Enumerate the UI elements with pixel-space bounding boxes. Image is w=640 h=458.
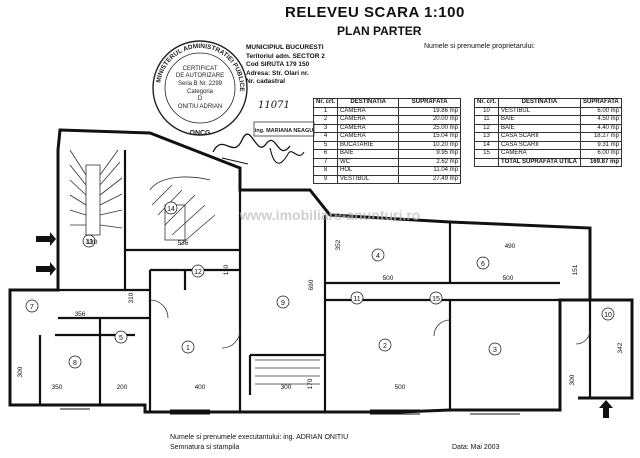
dimension-label: 342 — [617, 342, 624, 353]
dimension-label: 356 — [75, 311, 86, 318]
stamp-line-3: Seria B Nr. 2299 — [178, 81, 223, 87]
signature-name-stamp: ing. MARIANA NEAGU — [255, 128, 313, 134]
dimension-label: 500 — [383, 275, 394, 282]
stamp-line-2: DE AUTORIZARE — [176, 73, 224, 79]
dimension-label: 300 — [569, 374, 576, 385]
room-number-9: 9 — [281, 300, 285, 307]
room-number-5: 5 — [119, 335, 123, 342]
stamp-line-1: CERTIFICAT — [183, 66, 218, 72]
room-number-4: 4 — [376, 253, 380, 260]
room-number-2: 2 — [383, 343, 387, 350]
stamp-bottom-text: ONCG — [190, 130, 212, 137]
stamp-line-4: Categoria — [187, 89, 214, 95]
executant-name: Numele si prenumele executantului: ing. … — [170, 434, 349, 441]
room-number-8: 8 — [73, 360, 77, 367]
sector-text: Teritoriul adm. SECTOR 2 — [246, 52, 325, 60]
watermark-text: www.imobiliare-anunturi.ro — [239, 207, 421, 223]
dimension-label: 110 — [223, 264, 230, 275]
room-number-14: 14 — [167, 206, 175, 213]
room-number-13: 13 — [85, 239, 93, 246]
owners-label: Numele si prenumele proprietarului: — [424, 43, 535, 50]
siruta-text: Cod SIRUTA 179 150 — [246, 61, 310, 69]
room-number-6: 6 — [481, 261, 485, 268]
dimension-label: 170 — [307, 378, 314, 389]
signature-label: Semnatura si stampila — [170, 444, 240, 451]
address-text: Adresa: Str. Olari nr. — [246, 69, 309, 77]
dimension-label: 300 — [17, 366, 24, 377]
room-number-15: 15 — [432, 296, 440, 303]
stamp-line-6: ONITIU ADRIAN — [178, 104, 222, 110]
drawing-title: RELEVEU SCARA 1:100 — [285, 4, 465, 21]
total-value: 169.87 mp — [579, 157, 623, 167]
cadastral-number-text: Nr. cadastral — [246, 78, 286, 86]
stamp-line-5: D — [198, 96, 203, 102]
municipality-text: MUNICIPIUL BUCURESTI — [246, 44, 324, 51]
dimension-label: 500 — [503, 275, 514, 282]
drawing-date: Data: Mai 2003 — [452, 444, 500, 451]
dimension-label: 151 — [572, 264, 579, 275]
room-number-1: 1 — [186, 345, 190, 352]
signature-mark: ing. MARIANA NEAGU — [212, 121, 315, 165]
cadastral-info: MUNICIPIUL BUCURESTI Teritoriul adm. SEC… — [246, 44, 325, 87]
dimension-label: 310 — [128, 292, 135, 303]
dimension-label: 120 — [87, 239, 98, 246]
dimension-label: 400 — [195, 384, 206, 391]
drawing-subtitle: PLAN PARTER — [337, 24, 422, 38]
room-number-12: 12 — [194, 269, 202, 276]
dimension-label: 500 — [395, 384, 406, 391]
room-number-10: 10 — [604, 312, 612, 319]
dimension-label: 352 — [335, 239, 342, 250]
authorization-stamp: MINISTERUL ADMINISTRATIEI PUBLICE CERTIF… — [152, 40, 248, 137]
dimension-label: 300 — [281, 384, 292, 391]
dimension-label: 690 — [308, 279, 315, 290]
dimension-label: 200 — [117, 384, 128, 391]
dimension-label: 490 — [505, 243, 516, 250]
dimension-label: 536 — [178, 240, 189, 247]
signature-number: 11071 — [258, 100, 290, 111]
room-number-7: 7 — [30, 304, 34, 311]
room-number-3: 3 — [493, 347, 497, 354]
room-number-11: 11 — [353, 296, 360, 303]
dimension-label: 350 — [52, 384, 63, 391]
